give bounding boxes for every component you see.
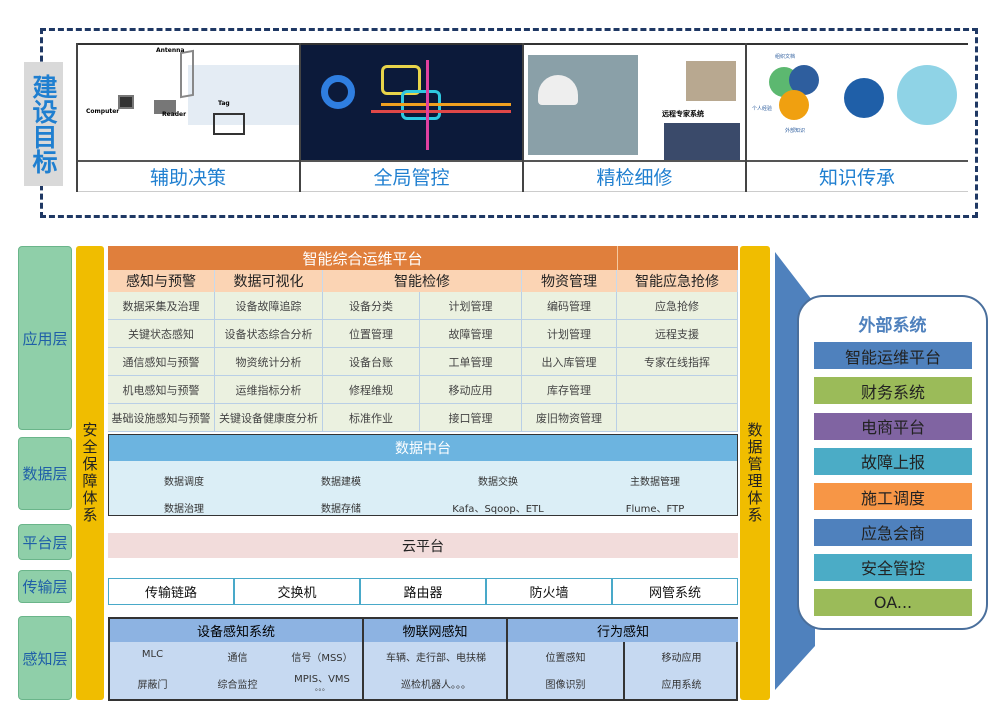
layer-application: 应用层 (18, 246, 72, 430)
app-function-cell: 数据采集及治理 (108, 292, 215, 320)
app-group: 感知与预警 (108, 270, 215, 292)
app-function-cell: 关键状态感知 (108, 320, 215, 348)
data-platform: 数据中台 数据调度 数据建模 数据交换 主数据管理数据治理 数据存储 Kafa、Sqoop… (108, 434, 738, 516)
app-function-cell: 修程维规 (323, 376, 420, 404)
inspection-image: 远程专家系统 (524, 45, 745, 160)
external-system-item: 应急会商 (814, 518, 972, 546)
app-function-cell: 设备分类 (323, 292, 420, 320)
app-function-cell: 设备状态综合分析 (215, 320, 323, 348)
app-function-cell: 专家在线指挥 (617, 348, 738, 376)
external-system-item: OA... (814, 589, 972, 617)
app-function-grid: 数据采集及治理设备故障追踪设备分类计划管理编码管理应急抢修关键状态感知设备状态综… (108, 292, 738, 432)
goal-caption: 精检细修 (523, 160, 746, 192)
data-platform-item: 数据调度 (164, 477, 204, 488)
transport-item: 交换机 (234, 578, 360, 605)
layer-transport: 传输层 (18, 570, 72, 603)
app-function-cell: 基础设施感知与预警 (108, 404, 215, 432)
app-function-cell: 位置管理 (323, 320, 420, 348)
goal-caption: 知识传承 (746, 160, 968, 192)
knowledge-image: 组织文档 个人经验 外部知识 (747, 45, 967, 160)
layer-data: 数据层 (18, 437, 72, 510)
app-platform-title: 智能综合运维平台 (108, 246, 617, 270)
app-function-cell (617, 404, 738, 432)
transport-item: 路由器 (360, 578, 486, 605)
external-system-item: 财务系统 (814, 377, 972, 405)
data-platform-item: Kafa、Sqoop、ETL (452, 504, 544, 515)
perception-layer: 设备感知系统 MLC 通信 信号（MSS） 屏蔽门 综合监控 MPIS、VMS … (108, 617, 738, 701)
behavior-perception: 行为感知 位置感知 移动应用 图像识别 应用系统 (508, 619, 738, 701)
device-perception: 设备感知系统 MLC 通信 信号（MSS） 屏蔽门 综合监控 MPIS、VMS … (110, 619, 364, 701)
goal-caption: 辅助决策 (76, 160, 300, 192)
app-function-cell: 出入库管理 (522, 348, 617, 376)
app-group: 数据可视化 (215, 270, 323, 292)
app-function-cell: 故障管理 (420, 320, 522, 348)
goals-label: 建设目标 (24, 62, 63, 186)
transport-item: 网管系统 (612, 578, 738, 605)
app-function-cell: 标准作业 (323, 404, 420, 432)
external-system-item: 智能运维平台 (814, 342, 972, 369)
security-system-bar: 安全保障体系 (76, 246, 104, 700)
app-function-cell: 废旧物资管理 (522, 404, 617, 432)
app-function-cell: 物资统计分析 (215, 348, 323, 376)
app-function-cell: 关键设备健康度分析 (215, 404, 323, 432)
app-function-cell: 设备故障追踪 (215, 292, 323, 320)
rfid-diagram-image: Antenna Computer Reader Tag (78, 45, 299, 160)
layer-platform: 平台层 (18, 524, 72, 560)
app-group: 智能检修 (323, 270, 522, 292)
app-function-cell: 库存管理 (522, 376, 617, 404)
app-function-cell: 计划管理 (420, 292, 522, 320)
app-function-cell: 运维指标分析 (215, 376, 323, 404)
data-platform-item: 数据存储 (321, 504, 361, 515)
app-function-cell: 机电感知与预警 (108, 376, 215, 404)
app-function-cell: 通信感知与预警 (108, 348, 215, 376)
app-function-cell: 编码管理 (522, 292, 617, 320)
data-platform-item: 主数据管理 (630, 477, 680, 488)
app-function-cell: 计划管理 (522, 320, 617, 348)
app-group: 物资管理 (522, 270, 617, 292)
goal-caption: 全局管控 (300, 160, 523, 192)
app-group: 智能应急抢修 (617, 270, 738, 292)
data-platform-title: 数据中台 (109, 435, 737, 461)
app-function-cell: 移动应用 (420, 376, 522, 404)
external-system-item: 安全管控 (814, 553, 972, 581)
external-system-item: 施工调度 (814, 483, 972, 511)
layer-perception: 感知层 (18, 616, 72, 700)
iot-perception: 物联网感知 车辆、走行部、电扶梯 巡检机器人。。。 (364, 619, 508, 701)
app-function-cell (617, 376, 738, 404)
transport-item: 传输链路 (108, 578, 234, 605)
metro-dashboard-image (301, 45, 522, 160)
transport-item: 防火墙 (486, 578, 612, 605)
external-system-item: 故障上报 (814, 447, 972, 475)
external-systems-title: 外部系统 (858, 315, 927, 336)
cloud-platform: 云平台 (108, 533, 738, 558)
app-function-cell: 应急抢修 (617, 292, 738, 320)
data-platform-item: 数据交换 (478, 477, 518, 488)
data-platform-item: 数据治理 (164, 504, 204, 515)
data-platform-item: 数据建模 (321, 477, 361, 488)
app-function-cell: 接口管理 (420, 404, 522, 432)
app-function-cell: 工单管理 (420, 348, 522, 376)
data-management-bar: 数据管理体系 (740, 246, 770, 700)
data-platform-item: Flume、FTP (625, 504, 685, 515)
external-system-item: 电商平台 (814, 412, 972, 440)
app-function-cell: 远程支援 (617, 320, 738, 348)
app-function-cell: 设备台账 (323, 348, 420, 376)
